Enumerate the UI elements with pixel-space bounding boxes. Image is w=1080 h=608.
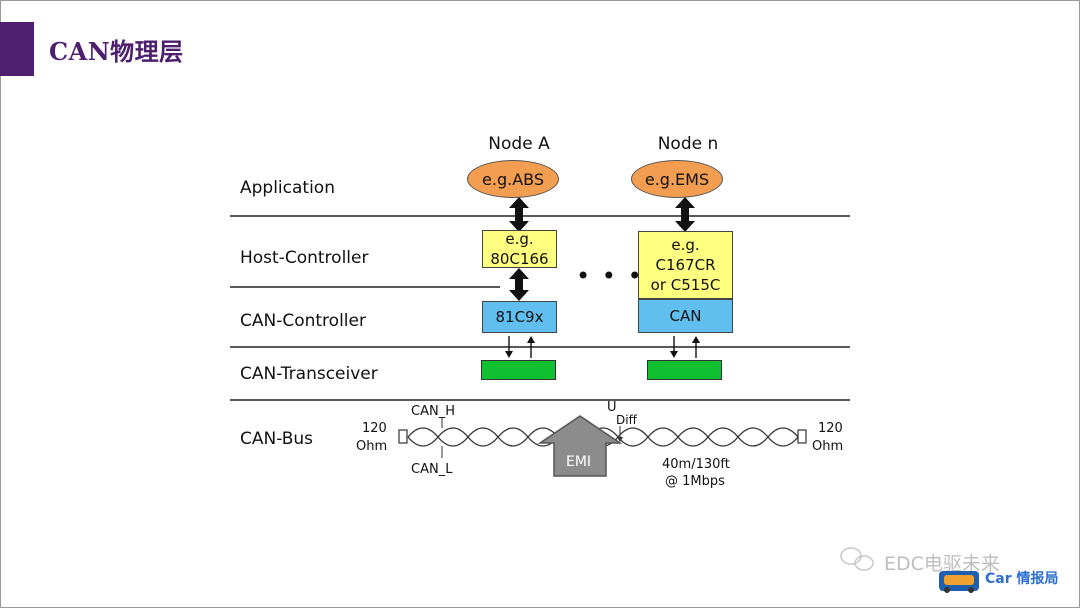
node-a-host-controller: e.g. 80C166 bbox=[482, 230, 557, 268]
resistor-ohm-value: 120 bbox=[818, 421, 843, 436]
layer-label-can-transceiver: CAN-Transceiver bbox=[240, 364, 378, 384]
bus-length-label: 40m/130ft bbox=[662, 457, 730, 472]
node-n-can-controller: CAN bbox=[638, 299, 733, 333]
double-arrow-icon bbox=[509, 197, 529, 232]
host-line: 80C166 bbox=[490, 250, 549, 268]
host-line: C167CR bbox=[655, 256, 716, 274]
right-resistor-value: 120 bbox=[818, 421, 843, 436]
emi-label: EMI bbox=[566, 454, 592, 470]
node-a-title: Node A bbox=[488, 134, 550, 154]
double-arrow-icon bbox=[675, 197, 695, 232]
host-line: e.g. bbox=[505, 230, 534, 248]
host-line: e.g. bbox=[671, 236, 700, 254]
more-nodes-ellipsis: • • • bbox=[576, 262, 644, 290]
title-accent-bar bbox=[0, 22, 34, 76]
node-n-application: e.g.EMS bbox=[631, 160, 723, 198]
double-arrow-icon bbox=[509, 268, 529, 301]
termination-resistor-left bbox=[398, 429, 408, 444]
node-n-transceiver bbox=[647, 360, 722, 380]
layer-label-host-controller: Host-Controller bbox=[240, 248, 369, 268]
layer-label-can-controller: CAN-Controller bbox=[240, 311, 366, 331]
layer-label-application: Application bbox=[240, 178, 335, 198]
node-a-transceiver bbox=[481, 360, 556, 380]
watermark-car-text: Car 情报局 bbox=[985, 571, 1059, 587]
can-l-label: CAN_L bbox=[411, 462, 453, 477]
left-resistor-unit: Ohm bbox=[356, 439, 388, 454]
slide-title: CAN物理层 bbox=[49, 37, 184, 66]
node-a-can-controller: 81C9x bbox=[482, 301, 557, 333]
watermark-text: EDC电驱未来 bbox=[884, 553, 1000, 575]
host-line: or C515C bbox=[650, 276, 721, 294]
u-diff-subscript: Diff bbox=[616, 413, 637, 427]
node-n-host-controller: e.g. C167CR or C515C bbox=[638, 231, 733, 299]
can-h-label: CAN_H bbox=[411, 404, 455, 419]
termination-resistor-right bbox=[797, 429, 807, 444]
tx-rx-arrows-icon bbox=[670, 336, 700, 358]
tx-rx-arrows-icon bbox=[505, 336, 535, 358]
layer-label-can-bus: CAN-Bus bbox=[240, 429, 314, 449]
u-diff-u: U bbox=[607, 400, 617, 415]
node-n-title: Node n bbox=[657, 134, 719, 154]
node-a-application: e.g.ABS bbox=[467, 160, 559, 198]
right-resistor-unit: Ohm bbox=[812, 439, 844, 454]
u-diff-label: U bbox=[607, 400, 617, 415]
resistor-ohm-value: 120 bbox=[362, 421, 387, 436]
bus-rate-label: @ 1Mbps bbox=[665, 474, 725, 489]
left-resistor-value: 120 bbox=[362, 421, 387, 436]
emi-icon bbox=[537, 415, 623, 477]
